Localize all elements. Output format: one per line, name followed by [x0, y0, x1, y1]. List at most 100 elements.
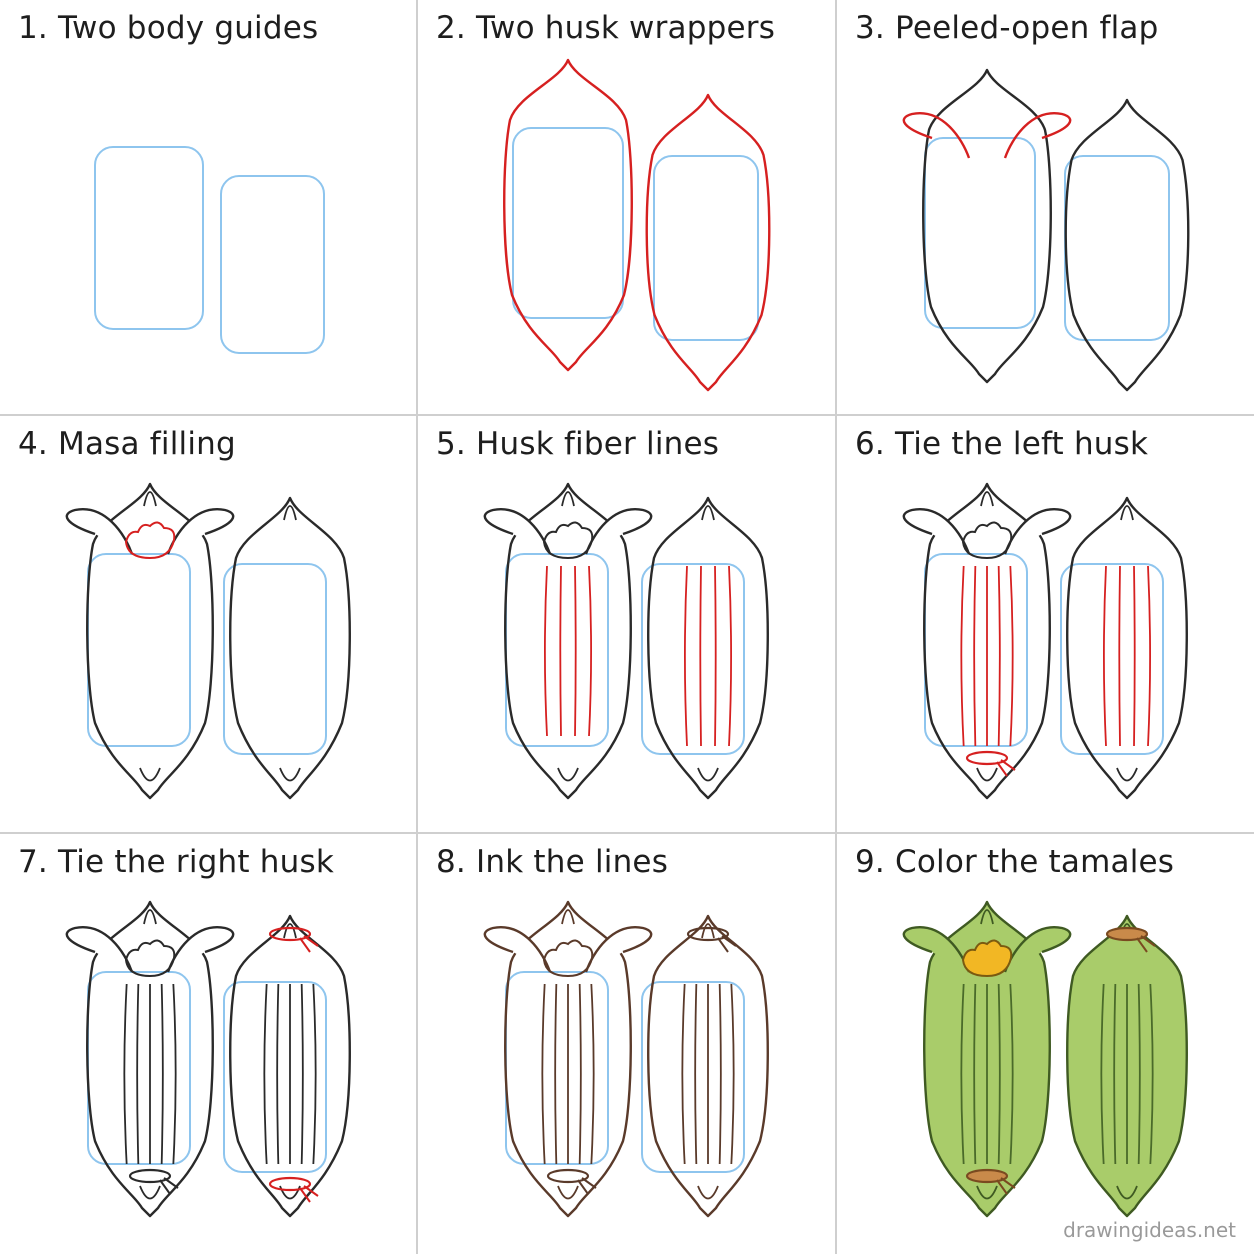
right-top-tie-band: [686, 926, 730, 942]
masa-filling: [542, 521, 594, 560]
right-bottom-tie-band: [268, 1176, 312, 1192]
peeled-flap: [902, 112, 1072, 159]
peeled-flap: [65, 926, 235, 973]
left-tie-band: [128, 1168, 172, 1184]
right-fiber-line-4: [1147, 565, 1151, 747]
right-fiber-line-2: [699, 565, 702, 747]
step-5-illustration: [483, 482, 769, 800]
left-fiber-line-1: [960, 565, 965, 747]
left-fiber-line-1: [544, 565, 548, 737]
right-top-tie-band: [1105, 926, 1149, 942]
horizontal-divider-1: [0, 414, 1254, 416]
right-top-tie-tail: [299, 935, 319, 953]
left-body-guide: [924, 137, 1036, 329]
step-1-panel: 1. Two body guides: [0, 0, 416, 414]
left-top-tip: [143, 909, 157, 925]
step-2-title: 2. Two husk wrappers: [436, 10, 776, 46]
left-fiber-line-4: [588, 565, 592, 737]
right-husk-wrapper: [645, 93, 771, 392]
left-husk-wrapper: [922, 68, 1052, 384]
left-tie-tail: [577, 1177, 597, 1195]
left-top-tip: [143, 491, 157, 507]
step-7-illustration: [65, 900, 351, 1218]
left-husk-wrapper: [86, 482, 214, 800]
left-fiber-line-4: [997, 983, 1001, 1165]
right-body-guide: [223, 563, 327, 755]
right-fiber-line-5: [312, 983, 317, 1165]
right-top-tie-tail: [1136, 935, 1156, 953]
right-body-guide: [1064, 155, 1170, 341]
step-3-panel: 3. Peeled-open flap: [837, 0, 1254, 414]
masa-filling: [124, 521, 176, 560]
step-4-panel: 4. Masa filling: [0, 416, 416, 832]
right-bottom-tip: [1116, 767, 1138, 782]
step-6-illustration: [902, 482, 1188, 800]
left-top-tip: [561, 491, 575, 507]
left-tie-tail: [996, 1177, 1016, 1195]
peeled-flap: [483, 926, 653, 973]
left-fiber-line-5: [1009, 983, 1014, 1165]
step-5-title: 5. Husk fiber lines: [436, 426, 720, 462]
masa-filling: [542, 939, 594, 978]
left-fiber-line-5: [1009, 565, 1014, 747]
right-body-guide: [220, 175, 325, 354]
step-9-title: 9. Color the tamales: [855, 844, 1175, 880]
step-8-title: 8. Ink the lines: [436, 844, 669, 880]
right-body-guide: [641, 563, 745, 755]
right-top-tip: [701, 505, 715, 521]
left-bottom-tip: [557, 767, 579, 782]
right-fiber-line-4: [718, 983, 722, 1165]
right-fiber-line-1: [681, 983, 686, 1165]
left-fiber-line-3: [574, 565, 577, 737]
peeled-flap: [483, 508, 653, 555]
right-husk-wrapper: [1066, 496, 1188, 800]
right-bottom-tip: [697, 1185, 719, 1200]
peeled-flap: [65, 508, 235, 555]
left-tie-tail: [996, 759, 1016, 777]
right-fiber-line-5: [1149, 983, 1154, 1165]
masa-filling: [961, 939, 1013, 978]
right-top-tip: [283, 505, 297, 521]
watermark: drawingideas.net: [1063, 1218, 1236, 1242]
right-husk-wrapper: [647, 496, 769, 800]
left-fiber-line-4: [160, 983, 164, 1165]
right-husk-wrapper: [647, 914, 769, 1218]
masa-filling: [124, 939, 176, 978]
left-husk-wrapper: [504, 900, 632, 1218]
step-7-title: 7. Tie the right husk: [18, 844, 334, 880]
step-8-panel: 8. Ink the lines: [418, 834, 835, 1254]
right-fiber-line-3: [1133, 565, 1136, 747]
step-1-illustration: [94, 146, 325, 354]
left-fiber-line-2: [973, 983, 977, 1165]
left-tie-tail: [159, 1177, 179, 1195]
right-husk-wrapper: [229, 914, 351, 1218]
right-bottom-tip: [1116, 1185, 1138, 1200]
right-bottom-tip: [697, 767, 719, 782]
step-9-illustration: [902, 900, 1188, 1218]
left-fiber-line-4: [578, 983, 582, 1165]
left-body-guide: [505, 553, 609, 747]
left-fiber-line-2: [136, 983, 140, 1165]
right-fiber-line-3: [714, 565, 717, 747]
masa-filling: [961, 521, 1013, 560]
step-4-title: 4. Masa filling: [18, 426, 236, 462]
left-bottom-tip: [139, 1185, 161, 1200]
left-husk-wrapper: [503, 58, 633, 372]
step-3-illustration: [902, 68, 1190, 392]
step-6-panel: 6. Tie the left husk: [837, 416, 1254, 832]
step-8-illustration: [483, 900, 769, 1218]
right-fiber-line-4: [728, 565, 732, 747]
horizontal-divider-2: [0, 832, 1254, 834]
step-9-panel: 9. Color the tamales: [837, 834, 1254, 1254]
right-top-tie-tail: [717, 935, 737, 953]
right-fiber-line-5: [730, 983, 735, 1165]
left-bottom-tip: [976, 1185, 998, 1200]
right-fiber-line-1: [684, 565, 688, 747]
left-tie-band: [546, 1168, 590, 1184]
left-husk-wrapper: [86, 900, 214, 1218]
vertical-divider-1: [416, 0, 418, 1254]
left-bottom-tip: [976, 767, 998, 782]
right-bottom-tie-tail: [299, 1185, 319, 1203]
right-bottom-tip: [279, 1185, 301, 1200]
